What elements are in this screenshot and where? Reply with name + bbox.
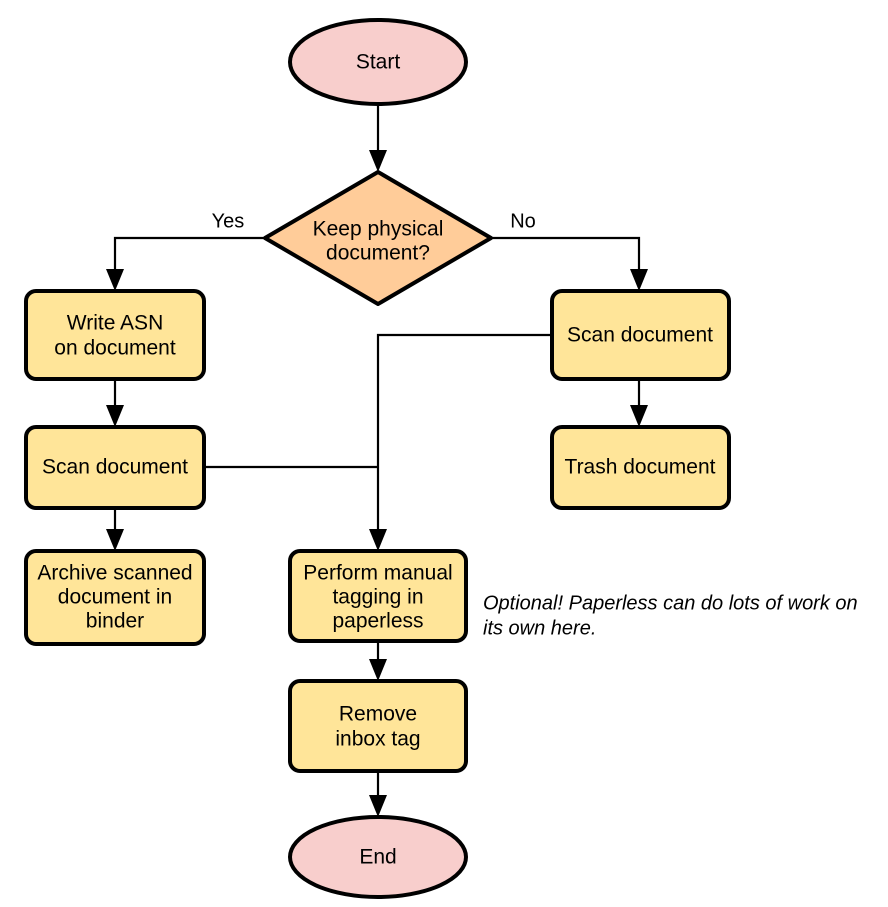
node-decision-keep-physical-document[interactable]: Keep physical document? <box>263 170 493 306</box>
write-asn-label-line2: on document <box>54 337 176 360</box>
edge-scan-right-to-trash <box>630 379 648 427</box>
edge-decision-to-scan-right <box>491 236 648 291</box>
tagging-label-line1: Perform manual <box>303 562 452 585</box>
edge-write-asn-to-scan-left <box>106 379 124 427</box>
node-perform-manual-tagging[interactable]: Perform manual tagging in paperless <box>288 549 468 643</box>
scan-right-rect-shape <box>550 289 731 381</box>
edge-label-no: No <box>510 210 536 232</box>
annotation-line1: Optional! Paperless can do lots of work … <box>483 592 858 614</box>
edge-tagging-to-remove-inbox <box>369 641 387 681</box>
annotation-line2: its own here. <box>483 617 596 639</box>
start-label: Start <box>356 51 401 74</box>
annotation-optional-note: Optional! Paperless can do lots of work … <box>483 592 858 639</box>
trash-label: Trash document <box>565 456 716 479</box>
node-scan-document-left[interactable]: Scan document <box>24 425 206 510</box>
scan-left-rect-shape <box>24 425 206 510</box>
node-remove-inbox-tag[interactable]: Remove inbox tag <box>288 679 468 773</box>
scan-left-label: Scan document <box>42 456 188 479</box>
node-start[interactable]: Start <box>288 18 468 106</box>
decision-label-line1: Keep physical <box>313 218 444 241</box>
write-asn-label-line1: Write ASN <box>67 312 163 335</box>
scan-right-label: Scan document <box>567 324 713 347</box>
node-scan-document-right[interactable]: Scan document <box>550 289 731 381</box>
archive-label-line3: binder <box>86 610 144 633</box>
edge-scan-right-to-tagging <box>369 333 552 551</box>
remove-inbox-rect-shape <box>288 679 468 773</box>
trash-rect-shape <box>550 425 731 510</box>
node-archive-scanned-document[interactable]: Archive scanned document in binder <box>24 549 206 646</box>
write-asn-rect-shape <box>24 289 206 381</box>
archive-label-line2: document in <box>58 586 172 609</box>
node-trash-document[interactable]: Trash document <box>550 425 731 510</box>
tagging-rect-shape <box>288 549 468 643</box>
archive-label-line1: Archive scanned <box>37 562 192 585</box>
archive-rect-shape <box>24 549 206 646</box>
edge-remove-inbox-to-end <box>369 771 387 817</box>
end-ellipse-shape <box>288 815 468 899</box>
decision-label-line2: document? <box>326 242 430 265</box>
tagging-label-line3: paperless <box>332 610 423 633</box>
tagging-label-line2: tagging in <box>332 586 423 609</box>
remove-inbox-label-line2: inbox tag <box>335 728 420 751</box>
edge-scan-left-to-archive <box>106 508 124 551</box>
edge-label-yes: Yes <box>212 210 245 232</box>
node-write-asn[interactable]: Write ASN on document <box>24 289 206 381</box>
decision-diamond-shape <box>263 170 493 306</box>
end-label: End <box>359 846 396 869</box>
edge-start-to-decision <box>369 104 387 172</box>
edge-decision-to-write-asn <box>106 236 265 291</box>
remove-inbox-label-line1: Remove <box>339 703 417 726</box>
node-end[interactable]: End <box>288 815 468 899</box>
start-ellipse-shape <box>288 18 468 106</box>
